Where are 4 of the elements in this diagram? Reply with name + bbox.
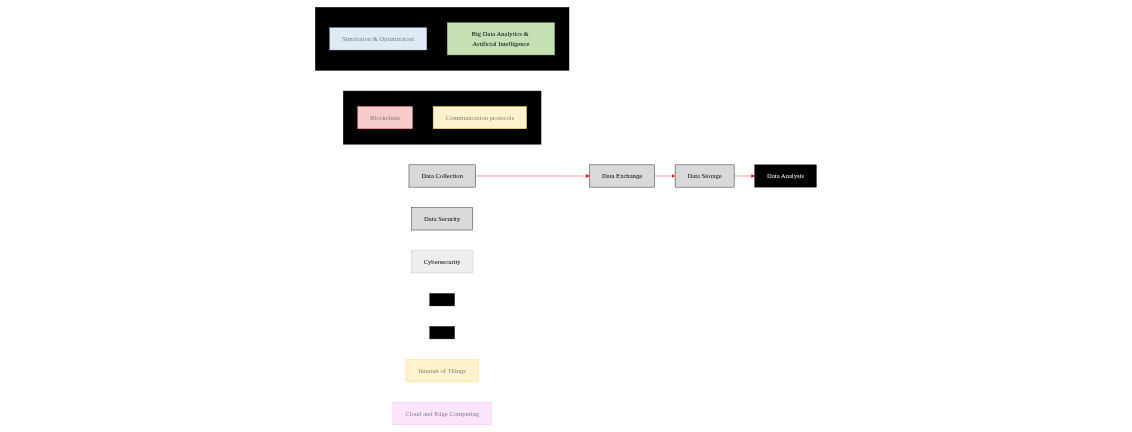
node-box	[429, 293, 455, 307]
cluster	[343, 90, 542, 145]
node-box	[429, 326, 455, 340]
cluster	[315, 7, 570, 71]
